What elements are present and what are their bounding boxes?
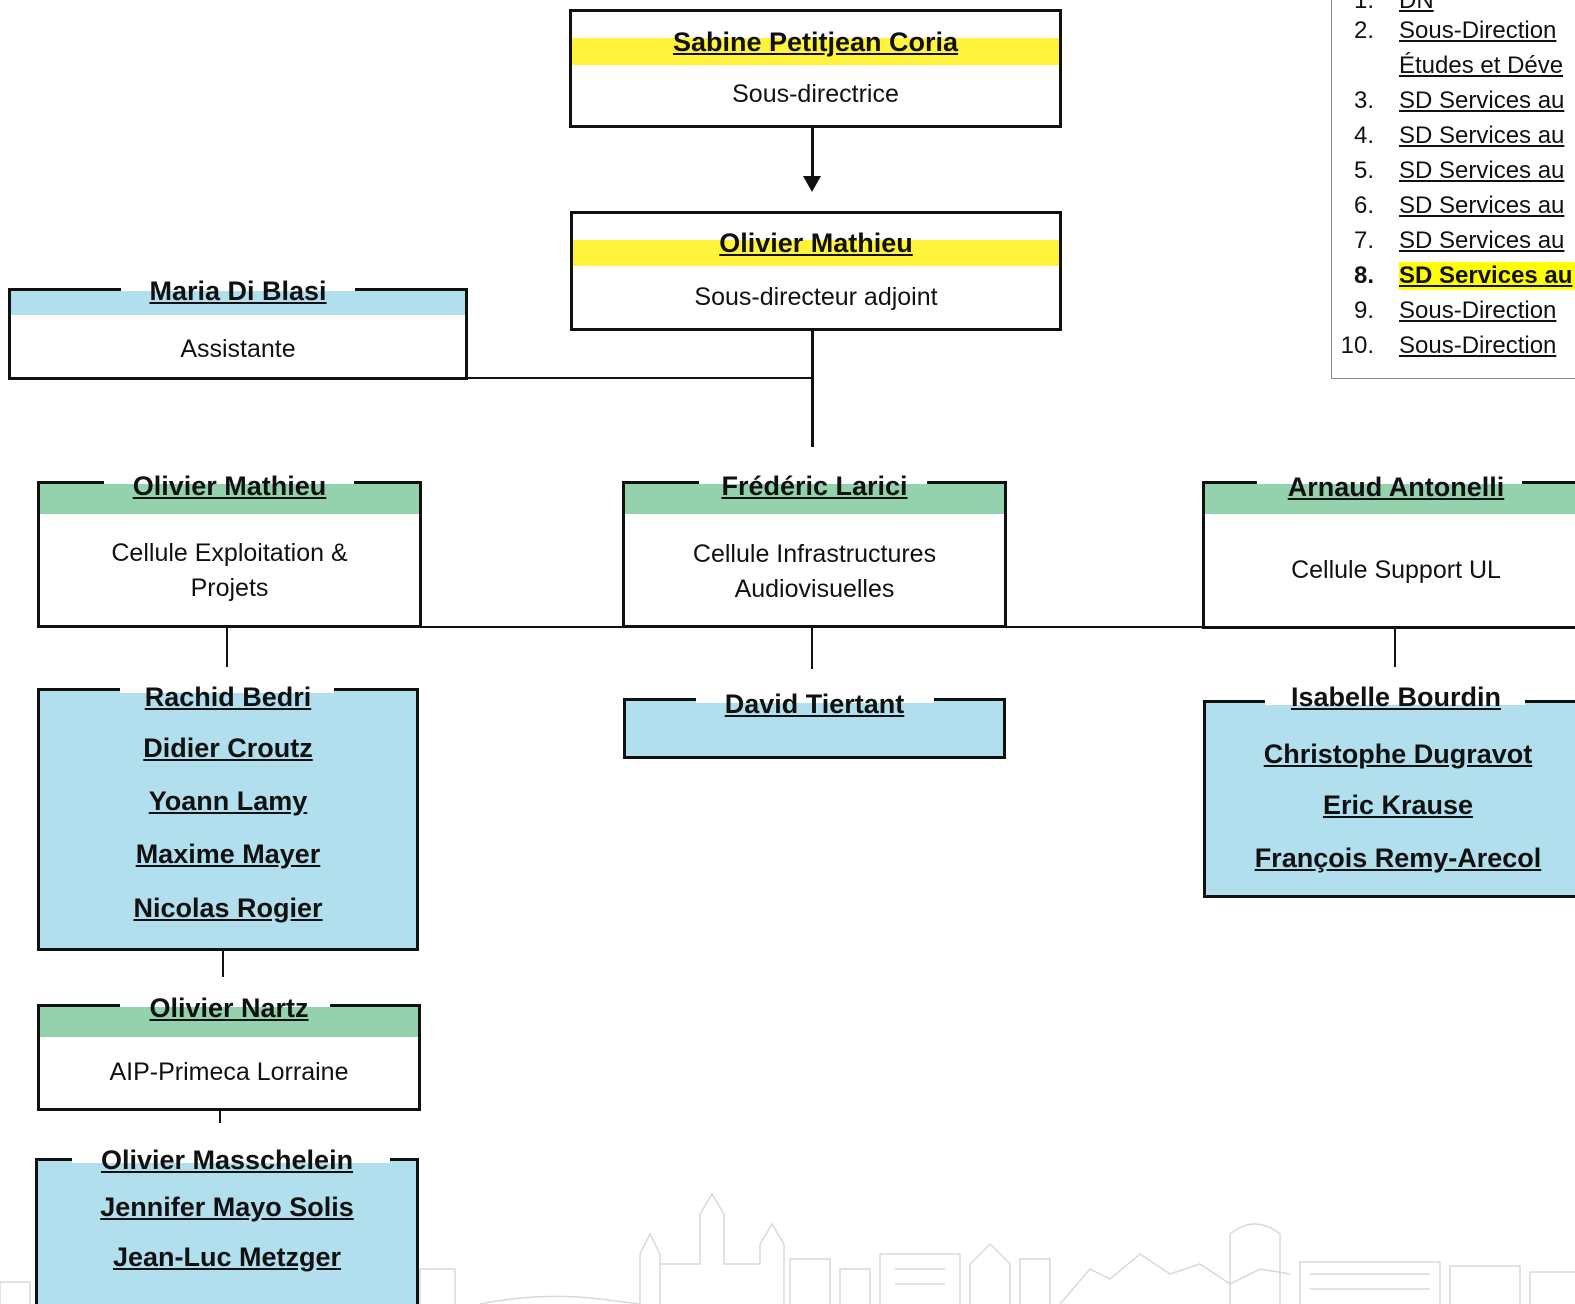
team-member-link[interactable]: Jean-Luc Metzger	[112, 1242, 342, 1272]
deputy-box: Olivier Mathieu Sous-directeur adjoint	[570, 211, 1062, 331]
connector-team-aip	[222, 950, 224, 977]
nav-item-number: 3.	[1353, 87, 1374, 114]
deputy-title: Sous-directeur adjoint	[694, 283, 938, 311]
assistant-name-link[interactable]: Maria Di Blasi	[149, 276, 327, 306]
cell-infrastructures-band	[625, 484, 1004, 514]
team-member-link[interactable]: Eric Krause	[1322, 790, 1474, 820]
nav-item-10[interactable]: 10. Sous-Direction	[1332, 332, 1575, 364]
nav-item-4[interactable]: 4. SD Services au	[1332, 122, 1575, 154]
team-member-link[interactable]: Isabelle Bourdin	[1290, 682, 1502, 712]
cell-support-head-link[interactable]: Arnaud Antonelli	[1287, 472, 1505, 502]
team-aip-gap	[72, 1157, 390, 1163]
team-member-link[interactable]: Christophe Dugravot	[1263, 739, 1533, 769]
nav-item-link[interactable]: Sous-Direction	[1399, 332, 1557, 359]
team-infrastructures-gap	[696, 697, 934, 703]
team-exploitation-gap	[120, 687, 334, 693]
team-member-link[interactable]: Yoann Lamy	[148, 786, 308, 816]
cell-exploitation-title-line1: Cellule Exploitation &	[111, 539, 348, 567]
nav-item-number: 2.	[1353, 17, 1374, 44]
team-member-link[interactable]: Didier Croutz	[143, 733, 313, 763]
deputy-name-link[interactable]: Olivier Mathieu	[719, 228, 913, 258]
cell-infrastructures-head-link[interactable]: Frédéric Larici	[721, 471, 908, 501]
cell-exploitation-band	[40, 484, 419, 514]
nav-item-3[interactable]: 3. SD Services au	[1332, 87, 1575, 119]
nav-item-number: 8.	[1353, 262, 1374, 289]
cell-infrastructures-title-line1: Cellule Infrastructures	[692, 540, 937, 568]
connector-cell2-team	[811, 627, 813, 669]
team-member-link[interactable]: David Tiertant	[724, 689, 905, 719]
nav-item-link[interactable]: SD Services au	[1399, 122, 1565, 149]
team-support-box: Isabelle Bourdin Christophe Dugravot Eri…	[1203, 682, 1575, 898]
nav-item-number: 10.	[1340, 332, 1374, 359]
city-skyline-illustration	[0, 1192, 1575, 1304]
team-exploitation-box: Rachid Bedri Didier Croutz Yoann Lamy Ma…	[37, 682, 419, 951]
org-navigation-panel: 1. DN 2. Sous-Direction Études et Déve 3…	[1331, 0, 1575, 379]
director-name-band	[572, 38, 1059, 65]
connector-deputy-down	[811, 330, 814, 447]
nav-item-number: 6.	[1353, 192, 1374, 219]
nav-item-2[interactable]: 2. Sous-Direction	[1332, 17, 1575, 49]
cell-exploitation-box: Olivier Mathieu Cellule Exploitation & P…	[37, 471, 422, 628]
nav-item-link[interactable]: SD Services au	[1399, 227, 1565, 254]
nav-item-5[interactable]: 5. SD Services au	[1332, 157, 1575, 189]
team-aip-box: Olivier Masschelein Jennifer Mayo Solis …	[35, 1145, 419, 1304]
connector-cell1-team	[226, 627, 228, 667]
assistant-gap	[121, 287, 355, 293]
team-member-link[interactable]: Jennifer Mayo Solis	[100, 1192, 354, 1222]
nav-item-6[interactable]: 6. SD Services au	[1332, 192, 1575, 224]
nav-item-link[interactable]: SD Services au	[1399, 157, 1565, 184]
nav-item-link[interactable]: DN	[1399, 0, 1434, 14]
cell-infrastructures-gap	[699, 480, 927, 486]
team-member-link[interactable]: François Remy-Arecol	[1254, 843, 1542, 873]
nav-item-link[interactable]: Sous-Direction	[1399, 297, 1557, 324]
director-box: Sabine Petitjean Coria Sous-directrice	[569, 9, 1062, 128]
team-infrastructures-box: David Tiertant	[623, 689, 1006, 759]
cell-infrastructures-box: Frédéric Larici Cellule Infrastructures …	[622, 471, 1007, 628]
deputy-name-band	[573, 240, 1059, 266]
team-member-link[interactable]: Maxime Mayer	[135, 839, 321, 869]
cell-support-box: Arnaud Antonelli Cellule Support UL	[1202, 472, 1575, 629]
nav-item-7[interactable]: 7. SD Services au	[1332, 227, 1575, 259]
connector-aip-team	[219, 1109, 221, 1123]
nav-item-link[interactable]: SD Services au	[1399, 262, 1575, 290]
nav-item-link[interactable]: Sous-Direction	[1399, 17, 1557, 44]
nav-item-number: 1.	[1353, 0, 1374, 14]
nav-item-number: 9.	[1353, 297, 1374, 324]
arrow-down-icon	[803, 176, 821, 192]
nav-item-2-line2[interactable]: Études et Déve	[1332, 52, 1575, 84]
nav-item-1[interactable]: 1. DN	[1332, 0, 1575, 19]
aip-gap	[120, 1003, 330, 1009]
cell-exploitation-head-link[interactable]: Olivier Mathieu	[132, 471, 327, 501]
team-member-link[interactable]: Rachid Bedri	[144, 682, 312, 712]
cell-exploitation-gap	[104, 480, 354, 486]
cell-support-gap	[1257, 480, 1522, 486]
cell-infrastructures-title-line2: Audiovisuelles	[734, 575, 895, 603]
nav-item-8-active[interactable]: 8. SD Services au	[1332, 262, 1575, 294]
cell-support-band	[1205, 484, 1575, 514]
aip-title: AIP-Primeca Lorraine	[109, 1058, 349, 1086]
team-member-link[interactable]: Nicolas Rogier	[133, 893, 323, 923]
cell-support-title: Cellule Support UL	[1291, 556, 1501, 584]
team-support-gap	[1265, 699, 1525, 705]
assistant-name-band	[11, 291, 465, 315]
director-name-link[interactable]: Sabine Petitjean Coria	[672, 27, 959, 57]
connector-director-deputy	[811, 128, 814, 178]
connector-cell3-team	[1394, 627, 1396, 667]
aip-band	[40, 1007, 418, 1037]
nav-item-link[interactable]: SD Services au	[1399, 87, 1565, 114]
nav-item-number: 7.	[1353, 227, 1374, 254]
connector-assistant	[467, 377, 813, 379]
nav-item-link[interactable]: SD Services au	[1399, 192, 1565, 219]
director-title: Sous-directrice	[732, 80, 899, 108]
team-member-link[interactable]: Olivier Masschelein	[100, 1145, 354, 1175]
cell-exploitation-title-line2: Projets	[190, 574, 269, 602]
assistant-title: Assistante	[180, 335, 296, 363]
assistant-box: Maria Di Blasi Assistante	[8, 276, 468, 380]
nav-item-number: 5.	[1353, 157, 1374, 184]
nav-item-link-continued[interactable]: Études et Déve	[1399, 52, 1564, 79]
aip-box: Olivier Nartz AIP-Primeca Lorraine	[37, 993, 421, 1111]
aip-head-link[interactable]: Olivier Nartz	[149, 993, 309, 1023]
nav-item-number: 4.	[1353, 122, 1374, 149]
nav-item-9[interactable]: 9. Sous-Direction	[1332, 297, 1575, 329]
